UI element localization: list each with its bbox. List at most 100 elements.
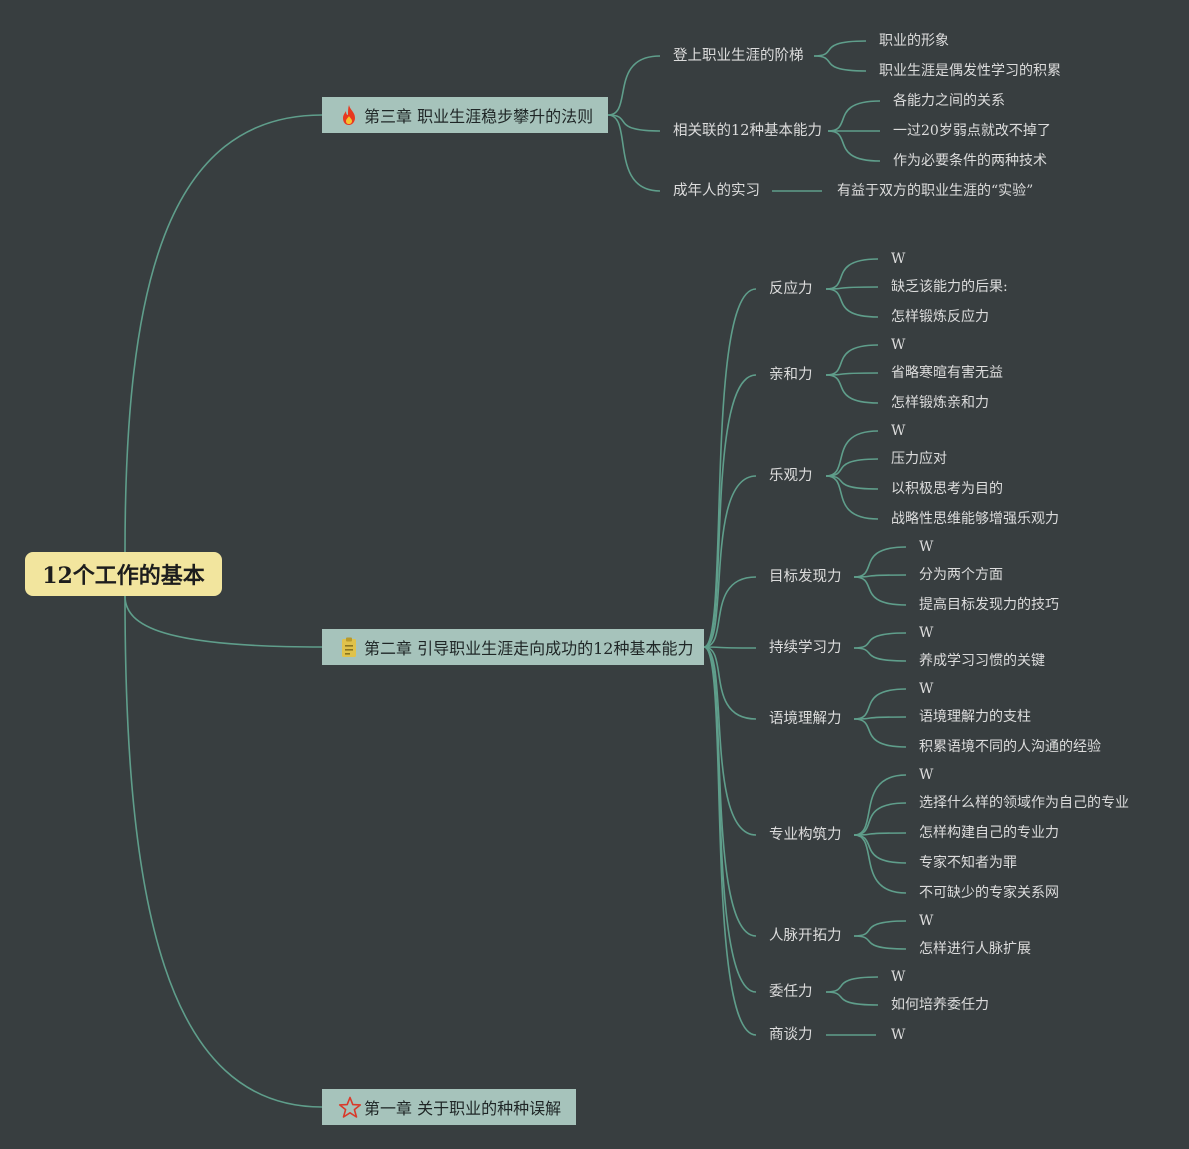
topic-career-ladder[interactable]: 登上职业生涯的阶梯 [673, 48, 804, 64]
subtopic[interactable]: 战略性思维能够增强乐观力 [891, 511, 1059, 527]
ch2-sub6-branch-3 [853, 834, 907, 864]
subtopic[interactable]: W [891, 423, 906, 439]
ch2-sub1-branch-2 [825, 374, 879, 404]
subtopic[interactable]: W [919, 767, 934, 783]
ch2-branch-7 [703, 646, 757, 937]
subtopic[interactable]: 语境理解力的支柱 [919, 709, 1031, 725]
subtopic[interactable]: 以积极思考为目的 [891, 481, 1003, 497]
subtopic[interactable]: W [891, 337, 906, 353]
ch2-sub1-branch-0 [825, 344, 879, 376]
ch2-sub6-branch-1 [853, 802, 907, 836]
chapter-3-topic[interactable]: 第三章 职业生涯稳步攀升的法则 [322, 97, 608, 133]
subtopic[interactable]: 积累语境不同的人沟通的经验 [919, 739, 1101, 755]
topic-context-understanding[interactable]: 语境理解力 [769, 711, 842, 727]
ch2-branch-1 [703, 374, 757, 648]
subtopic[interactable]: 怎样进行人脉扩展 [919, 941, 1031, 957]
subtopic[interactable]: W [919, 913, 934, 929]
root-to-chapter-1 [124, 595, 323, 1108]
fire-icon [338, 104, 360, 126]
subtopic[interactable]: 专家不知者为罪 [919, 855, 1017, 871]
topic-adult-internship[interactable]: 成年人的实习 [673, 183, 760, 199]
topic-negotiation[interactable]: 商谈力 [769, 1027, 813, 1043]
subtopic[interactable]: 分为两个方面 [919, 567, 1003, 583]
ch2-branch-6 [703, 646, 757, 836]
subtopic[interactable]: W [919, 539, 934, 555]
ch2-sub0-branch-0 [825, 258, 879, 290]
topic-twelve-abilities[interactable]: 相关联的12种基本能力 [673, 123, 822, 139]
ch2-branch-3 [703, 576, 757, 648]
topic-continuous-learning[interactable]: 持续学习力 [769, 640, 842, 656]
ch2-branch-4 [703, 646, 757, 649]
topic-affinity[interactable]: 亲和力 [769, 367, 813, 383]
ch3-sub1-branch-0 [827, 100, 881, 132]
ch2-branch-9 [703, 646, 757, 1036]
ch2-sub3-branch-1 [853, 574, 907, 578]
chapter-2-topic[interactable]: 第二章 引导职业生涯走向成功的12种基本能力 [322, 629, 704, 665]
subtopic[interactable]: 一过20岁弱点就改不掉了 [893, 123, 1051, 139]
subtopic[interactable]: 省略寒暄有害无益 [891, 365, 1003, 381]
star-icon [338, 1096, 362, 1118]
subtopic[interactable]: 职业生涯是偶发性学习的积累 [879, 63, 1061, 79]
ch2-sub8-branch-1 [825, 991, 879, 1006]
subtopic[interactable]: 如何培养委任力 [891, 997, 989, 1013]
ch3-branch-2 [607, 114, 661, 192]
ch2-sub5-branch-0 [853, 688, 907, 720]
subtopic[interactable]: 养成学习习惯的关键 [919, 653, 1045, 669]
subtopic[interactable]: 选择什么样的领域作为自己的专业 [919, 795, 1129, 811]
ch2-sub6-branch-4 [853, 834, 907, 894]
subtopic[interactable]: 缺乏该能力的后果: [891, 279, 1008, 295]
ch2-branch-0 [703, 288, 757, 648]
root-to-chapter-2 [124, 595, 323, 648]
topic-networking[interactable]: 人脉开拓力 [769, 928, 842, 944]
ch2-branch-2 [703, 475, 757, 648]
subtopic[interactable]: W [891, 1027, 906, 1043]
subtopic[interactable]: 压力应对 [891, 451, 947, 467]
topic-optimism[interactable]: 乐观力 [769, 468, 813, 484]
ch2-sub2-branch-1 [825, 458, 879, 477]
ch2-sub6-branch-2 [853, 832, 907, 836]
ch2-sub5-branch-2 [853, 718, 907, 748]
subtopic[interactable]: 不可缺少的专家关系网 [919, 885, 1059, 901]
root-to-chapter-3 [124, 114, 323, 553]
chapter-3-label: 第三章 职业生涯稳步攀升的法则 [364, 107, 594, 126]
subtopic[interactable]: 提高目标发现力的技巧 [919, 597, 1059, 613]
ch3-branch-1 [607, 114, 661, 132]
ch2-sub4-branch-1 [853, 647, 907, 662]
ch2-sub0-branch-1 [825, 286, 879, 290]
ch2-sub2-branch-3 [825, 475, 879, 520]
chapter-2-label: 第二章 引导职业生涯走向成功的12种基本能力 [364, 639, 694, 658]
ch2-sub6-branch-0 [853, 774, 907, 836]
chapter-1-topic[interactable]: 第一章 关于职业的种种误解 [322, 1089, 576, 1125]
topic-reaction[interactable]: 反应力 [769, 281, 813, 297]
subtopic[interactable]: 怎样构建自己的专业力 [919, 825, 1059, 841]
root-topic[interactable]: 12个工作的基本 [25, 552, 222, 596]
subtopic[interactable]: 职业的形象 [879, 33, 949, 49]
ch3-sub0-branch-1 [813, 55, 867, 72]
ch2-sub0-branch-2 [825, 288, 879, 318]
subtopic[interactable]: 怎样锻炼反应力 [891, 309, 989, 325]
subtopic[interactable]: 怎样锻炼亲和力 [891, 395, 989, 411]
subtopic[interactable]: W [891, 969, 906, 985]
topic-delegation[interactable]: 委任力 [769, 984, 813, 1000]
subtopic[interactable]: W [919, 681, 934, 697]
ch3-sub0-branch-0 [813, 40, 867, 57]
subtopic[interactable]: W [891, 251, 906, 267]
subtopic[interactable]: 作为必要条件的两种技术 [893, 153, 1047, 169]
chapter-1-label: 第一章 关于职业的种种误解 [364, 1099, 562, 1118]
ch2-branch-5 [703, 646, 757, 720]
ch2-sub7-branch-0 [853, 920, 907, 937]
subtopic[interactable]: W [919, 625, 934, 641]
ch2-sub2-branch-0 [825, 430, 879, 477]
ch3-branch-0 [607, 55, 661, 116]
subtopic[interactable]: 有益于双方的职业生涯的“实验” [837, 183, 1034, 199]
root-topic-label: 12个工作的基本 [42, 563, 205, 589]
topic-expertise-building[interactable]: 专业构筑力 [769, 827, 842, 843]
ch2-sub4-branch-0 [853, 632, 907, 649]
ch2-branch-8 [703, 646, 757, 993]
ch2-sub8-branch-0 [825, 976, 879, 993]
subtopic[interactable]: 各能力之间的关系 [893, 93, 1005, 109]
ch2-sub5-branch-1 [853, 716, 907, 720]
clipboard-icon [338, 636, 360, 658]
topic-goal-discovery[interactable]: 目标发现力 [769, 569, 842, 585]
